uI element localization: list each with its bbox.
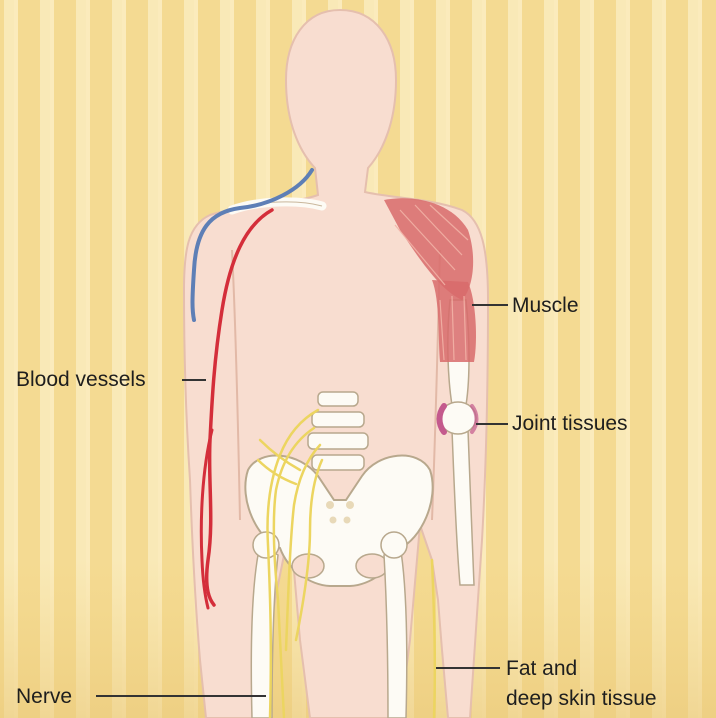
label-nerve: Nerve [16, 684, 72, 709]
right-femur-head [381, 532, 407, 558]
label-joint-tissues: Joint tissues [512, 411, 628, 436]
label-fat-line2: deep skin tissue [506, 686, 657, 711]
label-muscle: Muscle [512, 293, 579, 318]
right-femur [384, 545, 407, 718]
pelvis-opening-right [356, 554, 388, 578]
label-blood-vessels: Blood vessels [16, 367, 146, 392]
label-fat-line1: Fat and [506, 656, 577, 681]
